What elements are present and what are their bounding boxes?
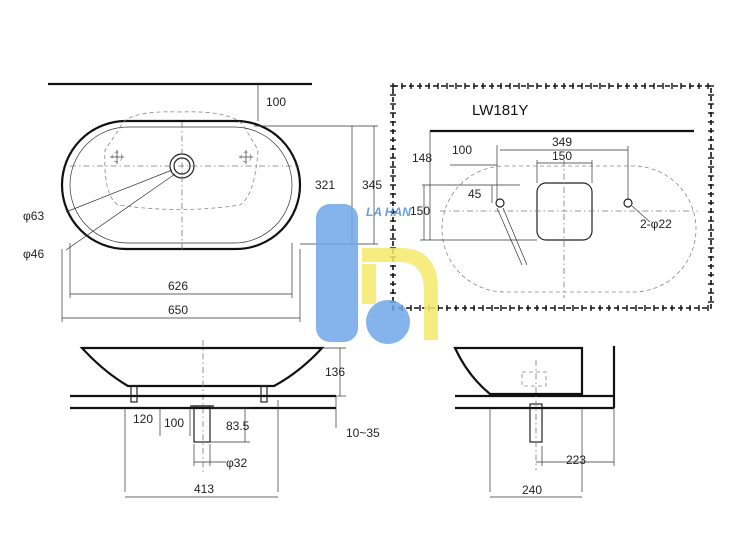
logo-yellow-bar bbox=[362, 264, 376, 304]
d136-label: 136 bbox=[325, 365, 345, 379]
bowl-hidden-contour bbox=[104, 111, 259, 210]
drain-pipe bbox=[193, 405, 211, 443]
d100-front-label: 100 bbox=[164, 416, 184, 430]
bolt-left-icon bbox=[130, 385, 138, 403]
hole-note-leader bbox=[631, 205, 651, 223]
d321-label: 321 bbox=[315, 178, 335, 192]
d240-label: 240 bbox=[522, 483, 542, 497]
bolt-right-icon bbox=[260, 385, 268, 403]
phi63-label: φ63 bbox=[23, 209, 44, 223]
phi46-label: φ46 bbox=[23, 247, 44, 261]
side-view: 223 240 bbox=[453, 346, 616, 498]
front-view: 136 10~35 413 120 100 83.5 φ32 bbox=[70, 340, 380, 498]
hole-right bbox=[623, 198, 633, 208]
d223-label: 223 bbox=[566, 453, 586, 467]
logo-blue-dot bbox=[366, 300, 410, 344]
basin-profile bbox=[79, 346, 325, 388]
d345-label: 345 bbox=[362, 178, 382, 192]
d150-top-label: 150 bbox=[552, 149, 572, 163]
hole-leader-2 bbox=[502, 207, 528, 266]
hole-left bbox=[495, 198, 505, 208]
top-view: φ63 φ46 100 321 345 626 650 bbox=[23, 82, 382, 322]
tap-hole-right-icon bbox=[239, 150, 253, 164]
side-basin-profile bbox=[453, 346, 584, 396]
d120-label: 120 bbox=[133, 412, 153, 426]
watermark-logo: LA HAN bbox=[316, 204, 438, 344]
side-overflow-hidden bbox=[521, 371, 547, 387]
tap-body bbox=[536, 182, 593, 241]
basin-inner-outline bbox=[69, 126, 293, 244]
logo-yellow-arc bbox=[362, 248, 438, 340]
d83-5-label: 83.5 bbox=[226, 419, 250, 433]
model-detail-box: LW181Y 148 100 349 150 45 150 2-φ22 bbox=[390, 83, 714, 311]
hole-note: 2-φ22 bbox=[640, 217, 672, 231]
phi46-leader bbox=[65, 173, 176, 251]
logo-blue-bar bbox=[316, 204, 358, 342]
tap-hole-left-icon bbox=[110, 150, 124, 164]
d100-detail-label: 100 bbox=[452, 143, 472, 157]
detail-frame bbox=[392, 85, 712, 309]
d45-label: 45 bbox=[468, 187, 482, 201]
detail-basin-outline bbox=[441, 165, 697, 293]
d626-label: 626 bbox=[168, 279, 188, 293]
phi63-leader bbox=[65, 169, 173, 213]
basin-outer-outline bbox=[60, 119, 302, 251]
frame-ticks bbox=[390, 83, 714, 311]
d100-label: 100 bbox=[266, 95, 286, 109]
d148-label: 148 bbox=[412, 151, 432, 165]
model-title: LW181Y bbox=[472, 102, 528, 119]
d150-left-label: 150 bbox=[410, 204, 430, 218]
phi32-label: φ32 bbox=[226, 456, 247, 470]
d349-label: 349 bbox=[552, 135, 572, 149]
hole-leader-1 bbox=[496, 207, 523, 266]
d413-label: 413 bbox=[194, 482, 214, 496]
d650-label: 650 bbox=[168, 303, 188, 317]
logo-text: LA HAN bbox=[366, 205, 411, 219]
d10-35-label: 10~35 bbox=[346, 426, 380, 440]
